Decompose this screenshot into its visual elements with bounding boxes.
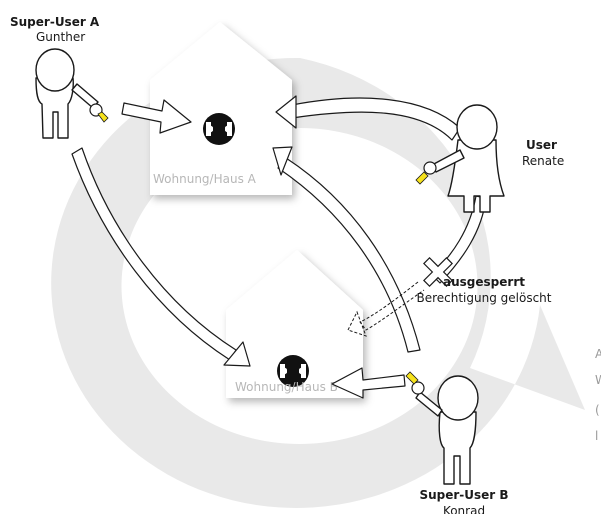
blocked-subtitle: Berechtigung gelöscht — [416, 291, 551, 305]
blocked-arrow-dashed — [359, 281, 425, 331]
cross-icon — [423, 257, 453, 287]
arrow-icon — [223, 341, 251, 367]
key-icon — [405, 371, 425, 395]
superuser-a-role: Super-User A — [10, 15, 100, 29]
superuser-b-role: Super-User B — [419, 488, 508, 502]
house-icon — [226, 250, 363, 398]
arrow-icon — [277, 157, 421, 353]
person-icon — [431, 104, 505, 213]
house-a-label: Wohnung/Haus A — [153, 172, 257, 186]
edge-char: W — [595, 373, 601, 387]
person-icon — [35, 48, 99, 139]
edge-char: A — [595, 347, 601, 361]
arrow-icon — [275, 95, 297, 129]
key-icon — [89, 103, 109, 123]
arrow-icon — [347, 310, 367, 337]
house-a: Wohnung/Haus A — [150, 22, 292, 195]
user-name: Renate — [522, 154, 564, 168]
blocked-title: ausgesperrt — [443, 275, 525, 289]
arrow-icon — [121, 99, 192, 134]
house-b-label: Wohnung/Haus B — [235, 380, 338, 394]
edge-char: l — [595, 429, 598, 443]
lock-cylinder-icon — [277, 355, 309, 387]
superuser-b-name: Konrad — [443, 504, 485, 514]
lock-cylinder-icon — [203, 113, 235, 145]
arrow-icon — [331, 367, 406, 399]
key-icon — [415, 161, 437, 185]
user-role: User — [526, 138, 557, 152]
house-b: Wohnung/Haus B — [226, 250, 363, 398]
superuser-a-name: Gunther — [36, 30, 85, 44]
person-icon — [415, 375, 479, 485]
arrow-icon — [272, 146, 293, 176]
edge-char: ( — [595, 403, 600, 417]
house-icon — [150, 22, 292, 195]
arrow-icon — [291, 97, 461, 141]
